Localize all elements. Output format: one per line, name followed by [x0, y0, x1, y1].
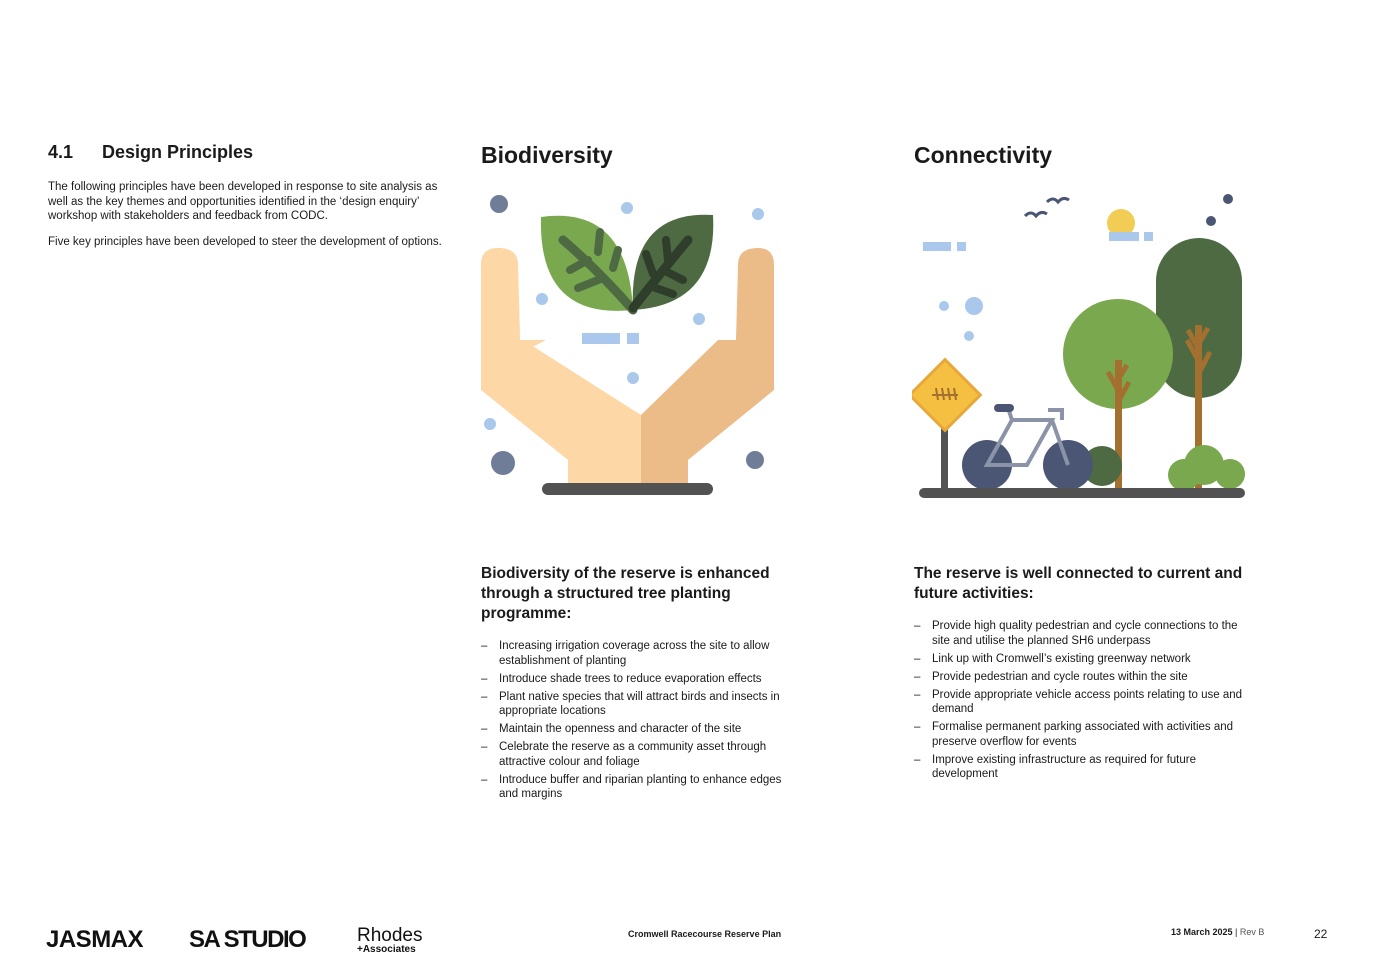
- hands-holding-leaves-icon: [481, 195, 774, 495]
- page-number: 22: [1314, 927, 1328, 941]
- list-item: Formalise permanent parking associated w…: [914, 720, 1254, 749]
- biodiversity-title: Biodiversity: [481, 142, 613, 168]
- document-title: Cromwell Racecourse Reserve Plan: [628, 929, 782, 939]
- sastudio-logo: SA STUDIO: [189, 926, 307, 953]
- list-item: Plant native species that will attract b…: [481, 690, 801, 719]
- list-item: Provide pedestrian and cycle routes with…: [914, 670, 1254, 685]
- intro-paragraph: The following principles have been devel…: [48, 181, 438, 222]
- list-item: Celebrate the reserve as a community ass…: [481, 740, 801, 769]
- rhodes-logo-sub: +Associates: [357, 944, 416, 955]
- list-item: Link up with Cromwell’s existing greenwa…: [914, 652, 1254, 667]
- list-item: Improve existing infrastructure as requi…: [914, 753, 1254, 782]
- list-item: Introduce shade trees to reduce evaporat…: [481, 672, 801, 687]
- date-text: 13 March 2025: [1171, 927, 1233, 937]
- date-separator: |: [1232, 927, 1240, 937]
- list-item: Maintain the openness and character of t…: [481, 722, 801, 737]
- list-item: Introduce buffer and riparian planting t…: [481, 773, 801, 802]
- jasmax-logo: JASMAX: [46, 926, 144, 953]
- section-number: 4.1: [48, 142, 74, 162]
- biodiversity-points: Increasing irrigation coverage across th…: [481, 639, 801, 805]
- bicycle-trees-sign-icon: [912, 194, 1245, 498]
- connectivity-title: Connectivity: [914, 142, 1053, 168]
- list-item: Provide high quality pedestrian and cycl…: [914, 619, 1254, 648]
- biodiversity-lead: Biodiversity of the reserve is enhanced …: [481, 565, 770, 622]
- list-item: Increasing irrigation coverage across th…: [481, 639, 801, 668]
- list-item: Provide appropriate vehicle access point…: [914, 688, 1254, 717]
- rhodes-logo: Rhodes: [357, 925, 423, 946]
- connectivity-points: Provide high quality pedestrian and cycl…: [914, 619, 1254, 785]
- revision-text: Rev B: [1239, 927, 1265, 937]
- document-date: 13 March 2025 | Rev B: [1171, 927, 1264, 937]
- section-title: Design Principles: [102, 142, 254, 162]
- section-intro: The following principles have been devel…: [48, 180, 460, 260]
- intro-paragraph: Five key principles have been developed …: [48, 235, 442, 248]
- connectivity-lead: The reserve is well connected to current…: [914, 565, 1243, 602]
